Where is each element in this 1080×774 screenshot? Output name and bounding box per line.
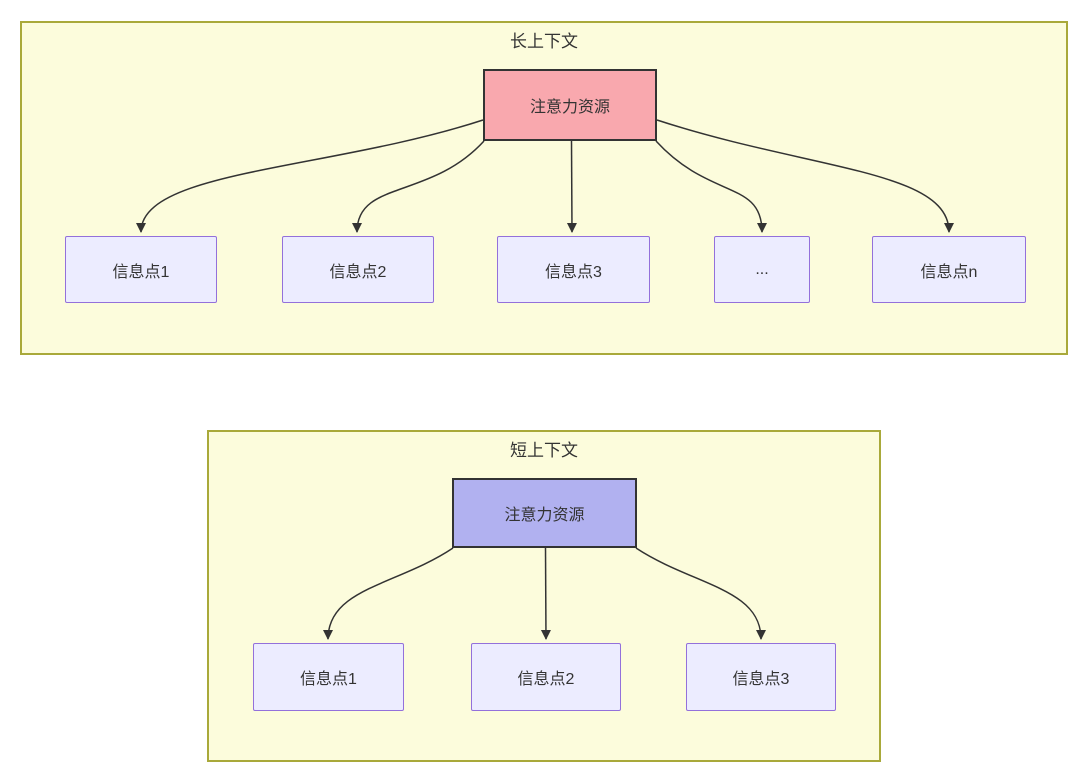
info-node-long-n: 信息点n <box>872 236 1026 303</box>
long-context-title: 长上下文 <box>510 32 578 51</box>
info-node-short-2-label: 信息点2 <box>517 671 575 688</box>
info-node-long-2: 信息点2 <box>282 236 434 303</box>
attention-node-long: 注意力资源 <box>483 69 657 141</box>
info-node-long-n-label: 信息点n <box>920 263 978 281</box>
info-node-long-2-label: 信息点2 <box>329 263 387 281</box>
info-node-long-3-label: 信息点3 <box>545 263 602 281</box>
info-node-long-1-label: 信息点1 <box>112 263 170 281</box>
info-node-long-3: 信息点3 <box>497 236 650 303</box>
info-node-long-ellipsis-label: ... <box>755 260 769 278</box>
attention-node-short: 注意力资源 <box>452 478 637 548</box>
info-node-long-ellipsis: ... <box>714 236 810 303</box>
short-context-title: 短上下文 <box>510 441 578 460</box>
info-node-short-1: 信息点1 <box>253 643 404 711</box>
attention-node-short-label: 注意力资源 <box>504 507 585 524</box>
info-node-short-3-label: 信息点3 <box>732 671 790 688</box>
info-node-short-2: 信息点2 <box>471 643 621 711</box>
info-node-long-1: 信息点1 <box>65 236 217 303</box>
info-node-short-1-label: 信息点1 <box>300 671 357 688</box>
info-node-short-3: 信息点3 <box>686 643 836 711</box>
attention-node-long-label: 注意力资源 <box>529 99 610 116</box>
